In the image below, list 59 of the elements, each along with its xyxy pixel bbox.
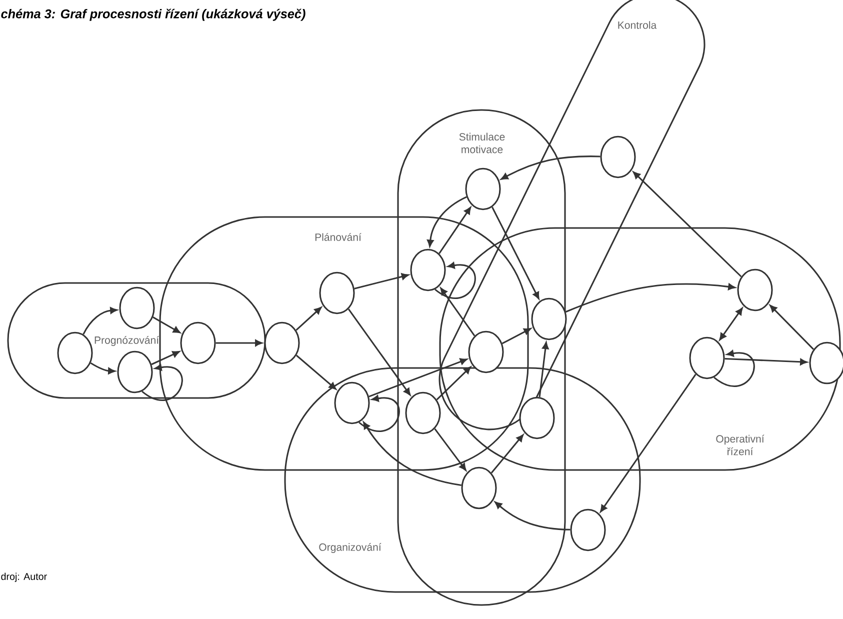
arrow [142, 364, 183, 401]
arrow [354, 273, 409, 290]
state-circle [461, 466, 497, 510]
arrow [719, 308, 743, 340]
arrow [151, 351, 180, 366]
arrow [368, 358, 468, 398]
arrow [490, 434, 524, 474]
arrow [438, 206, 472, 254]
source-note: droj: Autor [1, 572, 47, 582]
arrow [82, 307, 118, 335]
region-label: Plánování [315, 233, 362, 241]
state-circle [519, 396, 555, 440]
state-circle [334, 382, 370, 424]
arrow [633, 172, 742, 278]
arrow [358, 395, 400, 432]
arrow [427, 196, 467, 247]
arrow [492, 206, 540, 300]
state-circle [410, 248, 446, 292]
arrow [500, 156, 600, 180]
region-label: Kontrola [618, 21, 657, 29]
state-circle [531, 298, 567, 340]
arrow [538, 342, 549, 398]
arrow [565, 283, 736, 313]
state-circle [117, 350, 153, 394]
region-label: Operativní řízení [716, 434, 764, 456]
state-circle [119, 286, 155, 330]
arrow [434, 428, 466, 471]
state-circle [468, 330, 504, 374]
state-circle [689, 336, 725, 380]
arrow [434, 262, 476, 299]
arrow [90, 362, 116, 374]
arrow [770, 304, 814, 350]
arrow [502, 328, 532, 344]
region-label: Stimulace motivace [459, 132, 505, 154]
arrow [436, 366, 471, 400]
region-label: Organizování [319, 543, 382, 553]
state-circle [600, 136, 636, 178]
state-circle [405, 392, 441, 434]
arrow [714, 350, 755, 387]
region-label: Prognózování [94, 336, 160, 346]
arrow [363, 422, 462, 486]
arrow [600, 374, 696, 512]
state-circle [57, 332, 93, 374]
state-circle [570, 508, 606, 552]
state-circle [465, 168, 501, 210]
arrow [296, 354, 336, 390]
arrow [216, 340, 262, 346]
state-circle [180, 322, 216, 364]
state-circle [319, 272, 355, 314]
state-circle [264, 322, 300, 364]
arrow [494, 502, 570, 530]
title: chéma 3: Graf procesnosti řízení (ukázková výseč) [1, 8, 306, 21]
arrow [152, 316, 180, 334]
arrow [348, 308, 411, 396]
arrow [724, 358, 808, 366]
arrow [296, 306, 322, 331]
arrow [440, 288, 476, 336]
state-circle [809, 342, 843, 384]
state-circle [737, 268, 773, 312]
